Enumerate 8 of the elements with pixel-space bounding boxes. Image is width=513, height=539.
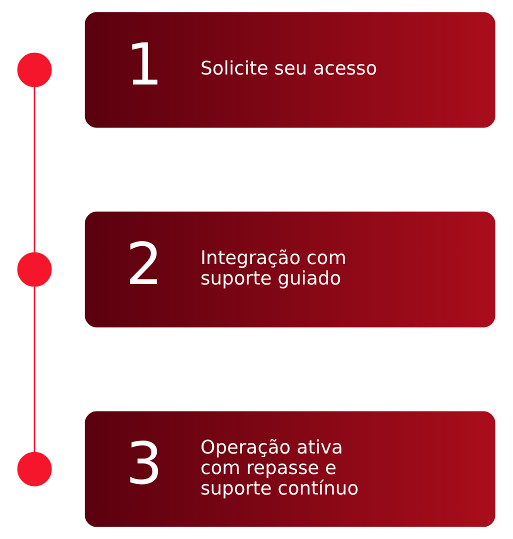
node-box: 2 Integração com suporte guiado — [84, 212, 496, 328]
node-circle — [17, 52, 52, 88]
node-box: 3 Operação ativa com repasse e suporte contínuo — [84, 411, 496, 527]
node-circle — [17, 252, 52, 287]
node-circle — [17, 452, 52, 486]
node-box: 1 Solicite seu acesso — [84, 12, 496, 128]
connector — [34, 87, 36, 252]
connector — [34, 286, 36, 452]
